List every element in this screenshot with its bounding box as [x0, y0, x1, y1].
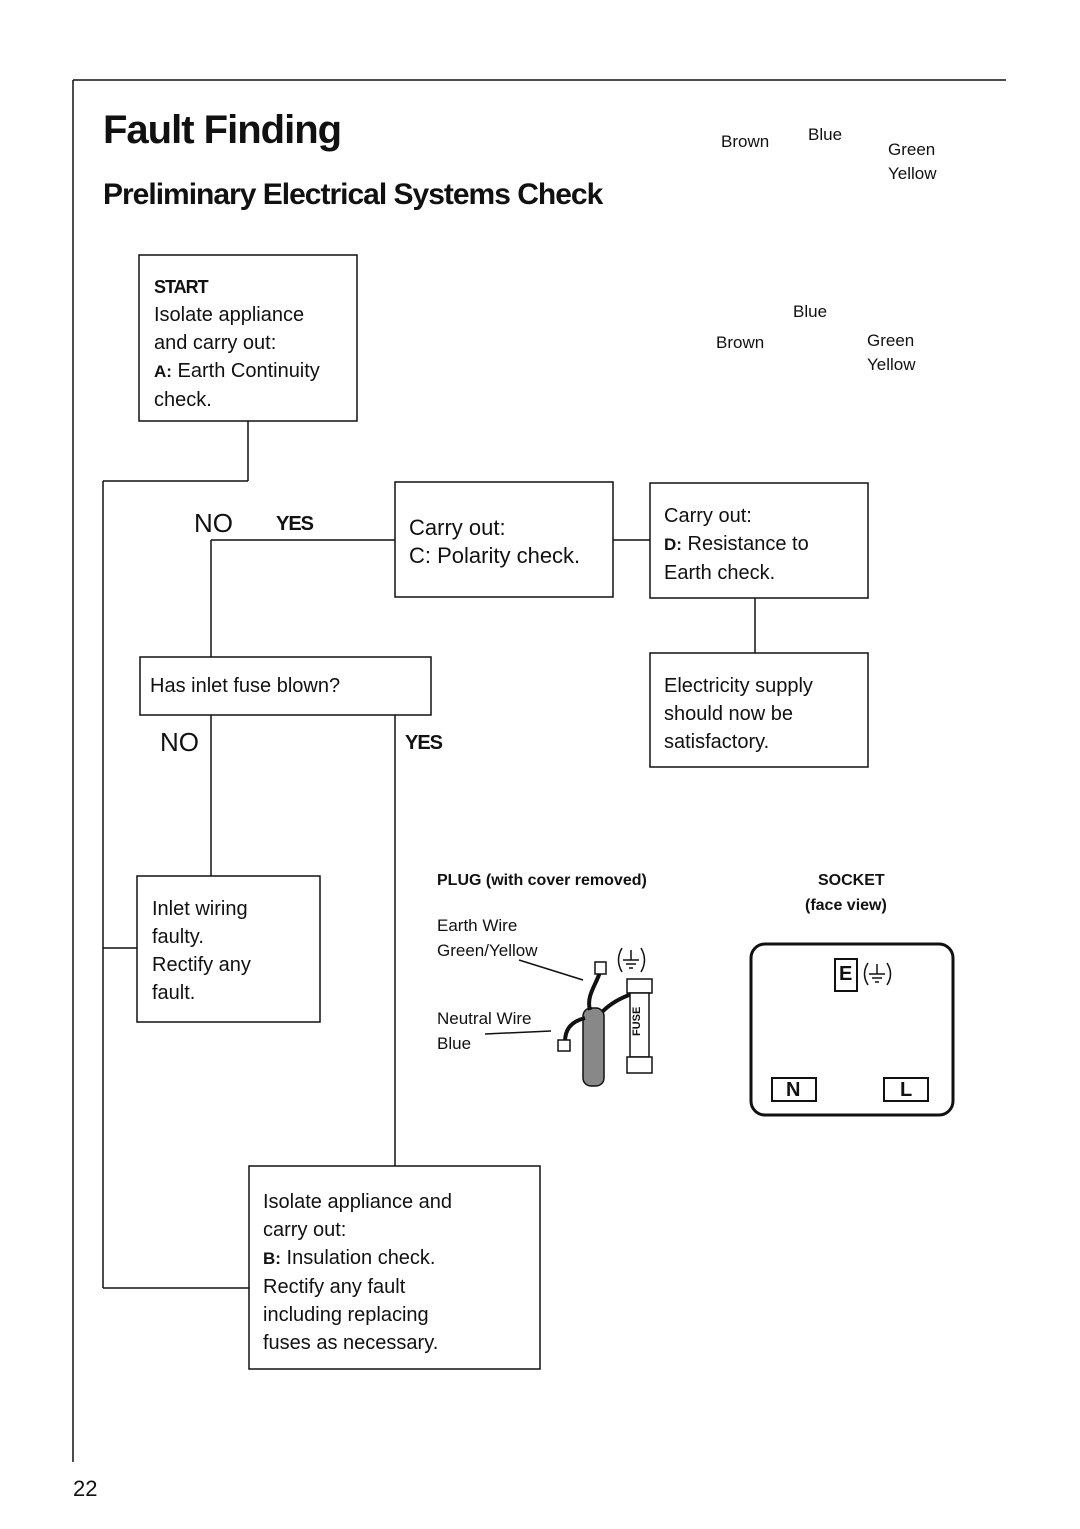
insulation-line-1: Isolate appliance and — [263, 1191, 453, 1213]
page-title: Fault Finding — [103, 108, 342, 152]
earth-terminal — [594, 961, 607, 975]
fuse-bottom-cap — [626, 1056, 653, 1074]
start-box-text: START Isolate appliance and carry out: A… — [154, 273, 320, 414]
page-subtitle: Preliminary Electrical Systems Check — [103, 178, 603, 211]
resistance-box-text: Carry out: D: Resistance to Earth check. — [664, 502, 809, 587]
resistance-line-2: D: Resistance to — [664, 530, 809, 559]
live-wire — [600, 992, 633, 1014]
fuse-question-text: Has inlet fuse blown? — [150, 675, 341, 697]
supply-ok-text: Electricity supply should now be satisfa… — [664, 672, 813, 756]
insulation-check-name: Insulation check. — [286, 1247, 436, 1269]
branch2-no-label: NO — [160, 727, 199, 757]
fuse-question-box — [139, 656, 432, 716]
resistance-line-3: Earth check. — [664, 562, 776, 584]
insulation-line-4: Rectify any fault — [263, 1276, 406, 1298]
check-code-a: A: — [154, 362, 172, 381]
start-line-1: Isolate appliance — [154, 304, 305, 326]
wire-colour-green-top: Green — [888, 140, 936, 159]
plug-cable — [582, 1007, 605, 1087]
neutral-wire-label: Neutral Wire — [437, 1009, 532, 1028]
supply-ok-box — [649, 652, 869, 768]
socket-title: SOCKET — [818, 872, 885, 889]
plug-neutral-label: Neutral Wire Blue — [437, 1006, 531, 1056]
check-code-d: D: — [664, 535, 682, 554]
branch2-yes-label: YES — [405, 732, 443, 754]
inlet-line-1: Inlet wiring — [152, 898, 248, 920]
start-heading: START — [154, 277, 209, 297]
branch1-yes-label: YES — [276, 513, 314, 535]
socket-subtitle: (face view) — [805, 897, 887, 914]
insulation-line-5: including replacing — [263, 1304, 429, 1326]
insulation-line-6: fuses as necessary. — [263, 1332, 439, 1354]
socket-illustration — [749, 942, 955, 1117]
earth-wire — [587, 971, 602, 1011]
wire-colour-brown-top: Brown — [721, 132, 770, 151]
neutral-terminal — [557, 1039, 571, 1052]
branch1-no-label: NO — [194, 508, 233, 538]
socket-earth-pin — [834, 958, 858, 992]
start-line-4: check. — [154, 389, 212, 411]
socket-earth-symbol-icon — [863, 962, 892, 986]
earth-wire-colour: Green/Yellow — [437, 941, 538, 960]
inlet-wiring-box — [136, 875, 321, 1023]
neutral-wire — [563, 1016, 586, 1043]
insulation-text: Isolate appliance and carry out: B: Insu… — [263, 1188, 452, 1357]
inlet-line-2: faulty. — [152, 926, 204, 948]
supply-line-1: Electricity supply — [664, 675, 813, 697]
start-line-2: and carry out: — [154, 332, 277, 354]
socket-neutral-pin — [771, 1077, 817, 1102]
polarity-line-2: C: Polarity check. — [409, 543, 581, 568]
wire-colour-yellow-top: Yellow — [888, 164, 937, 183]
resistance-check-name: Resistance to — [687, 533, 809, 555]
plug-illustration — [557, 947, 653, 1087]
polarity-box-text: Carry out: C: Polarity check. — [409, 514, 580, 570]
socket-neutral-pin-label: N — [786, 1079, 801, 1101]
polarity-line-1: Carry out: — [409, 515, 506, 540]
earth-pointer-line — [518, 959, 584, 981]
supply-line-2: should now be — [664, 703, 793, 725]
fuse-top-cap — [626, 978, 653, 994]
plug-earth-label: Earth Wire Green/Yellow — [437, 913, 538, 963]
insulation-line-3: B: Insulation check. — [263, 1244, 452, 1273]
neutral-wire-colour: Blue — [437, 1034, 472, 1053]
insulation-line-2: carry out: — [263, 1219, 347, 1241]
wire-colour-brown-bottom: Brown — [716, 333, 765, 352]
start-check-name: Earth Continuity — [177, 360, 320, 382]
socket-face — [749, 942, 955, 1117]
plug-title: PLUG (with cover removed) — [437, 872, 647, 889]
supply-line-3: satisfactory. — [664, 731, 770, 753]
inlet-line-3: Rectify any — [152, 954, 251, 976]
wire-colour-green-bottom: Green — [867, 331, 915, 350]
page-number: 22 — [73, 1476, 98, 1501]
socket-live-pin — [883, 1077, 929, 1102]
wire-colour-blue-top: Blue — [808, 125, 843, 144]
socket-live-pin-label: L — [900, 1079, 913, 1101]
resistance-line-1: Carry out: — [664, 505, 752, 527]
fuse-text: FUSE — [631, 1006, 643, 1036]
socket-earth-pin-label: E — [839, 963, 853, 985]
neutral-pointer-line — [484, 1030, 552, 1035]
plug-earth-symbol-icon — [617, 947, 646, 973]
earth-wire-label: Earth Wire — [437, 916, 518, 935]
inlet-line-4: fault. — [152, 982, 196, 1004]
wire-colour-blue-bottom: Blue — [793, 302, 828, 321]
wire-colour-yellow-bottom: Yellow — [867, 355, 916, 374]
inlet-wiring-text: Inlet wiring faulty. Rectify any fault. — [152, 895, 251, 1007]
check-code-b: B: — [263, 1249, 281, 1268]
start-line-3: A: Earth Continuity — [154, 357, 320, 386]
